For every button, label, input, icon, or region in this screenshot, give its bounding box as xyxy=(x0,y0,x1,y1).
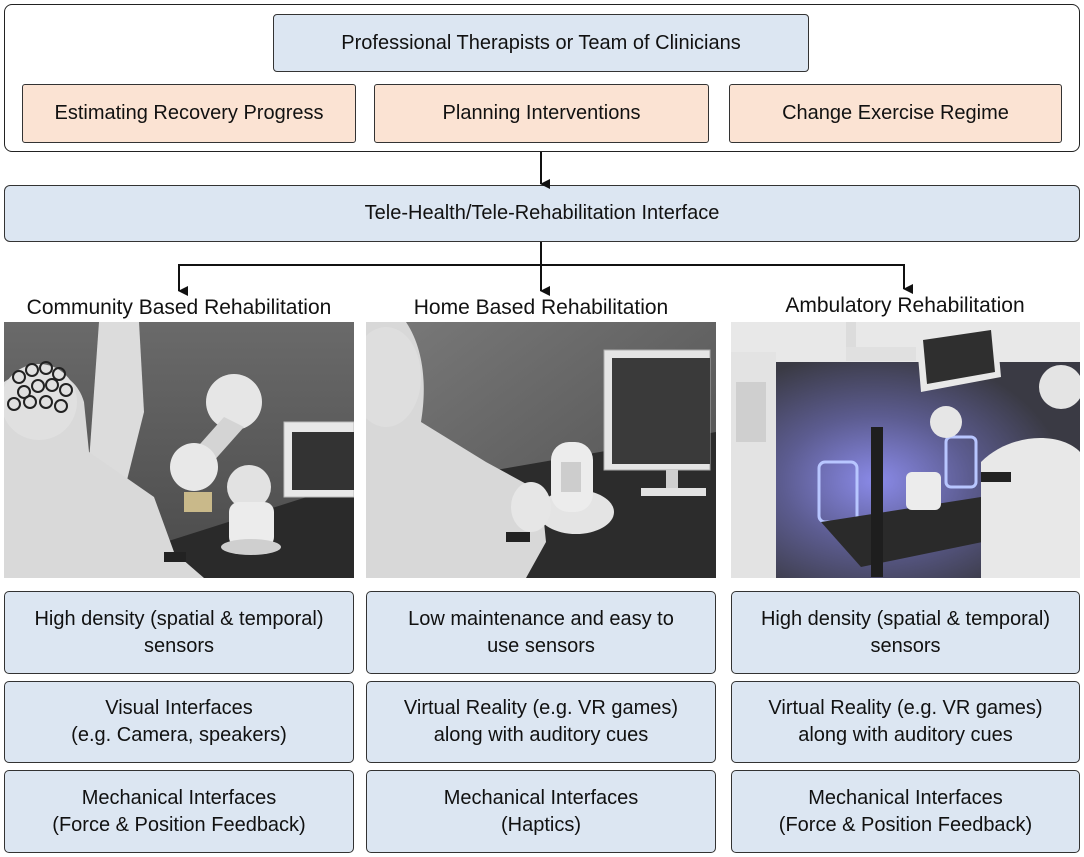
column-title-home: Home Based Rehabilitation xyxy=(413,296,669,319)
action-box-exercise: Change Exercise Regime xyxy=(729,84,1062,143)
telehealth-interface-label: Tele-Health/Tele-Rehabilitation Interfac… xyxy=(364,202,720,224)
action-label-recovery: Estimating Recovery Progress xyxy=(54,102,324,124)
action-box-recovery: Estimating Recovery Progress xyxy=(22,84,356,143)
action-box-planning: Planning Interventions xyxy=(374,84,709,143)
ambulatory-rehab-render xyxy=(731,322,1080,578)
feature-label: Virtual Reality (e.g. VR games) along wi… xyxy=(768,697,1043,746)
community-feature-interfaces: Visual Interfaces (e.g. Camera, speakers… xyxy=(4,681,354,763)
column-title-community: Community Based Rehabilitation xyxy=(26,296,332,319)
community-rehab-render xyxy=(4,322,354,578)
action-label-planning: Planning Interventions xyxy=(442,102,641,124)
ambulatory-feature-mechanical: Mechanical Interfaces (Force & Position … xyxy=(731,770,1080,853)
feature-label: High density (spatial & temporal) sensor… xyxy=(34,607,324,657)
ambulatory-feature-interfaces: Virtual Reality (e.g. VR games) along wi… xyxy=(731,681,1080,763)
ambulatory-feature-sensors: High density (spatial & temporal) sensor… xyxy=(731,591,1080,674)
home-rehab-render xyxy=(366,322,716,578)
clinicians-box: Professional Therapists or Team of Clini… xyxy=(273,14,809,72)
connector-arrows xyxy=(178,152,913,296)
feature-label: High density (spatial & temporal) sensor… xyxy=(760,607,1050,657)
feature-label: Mechanical Interfaces (Haptics) xyxy=(443,786,639,836)
home-feature-sensors: Low maintenance and easy to use sensors xyxy=(366,591,716,674)
community-feature-sensors: High density (spatial & temporal) sensor… xyxy=(4,591,354,674)
column-title-ambulatory: Ambulatory Rehabilitation xyxy=(785,294,1025,317)
feature-label: Mechanical Interfaces (Force & Position … xyxy=(52,786,306,836)
home-feature-mechanical: Mechanical Interfaces (Haptics) xyxy=(366,770,716,853)
feature-label: Virtual Reality (e.g. VR games) along wi… xyxy=(403,697,679,746)
feature-label: Mechanical Interfaces (Force & Position … xyxy=(778,786,1033,836)
action-label-exercise: Change Exercise Regime xyxy=(782,102,1009,124)
feature-label: Low maintenance and easy to use sensors xyxy=(408,607,674,657)
feature-label: Visual Interfaces (e.g. Camera, speakers… xyxy=(71,697,287,746)
telehealth-interface-box: Tele-Health/Tele-Rehabilitation Interfac… xyxy=(4,185,1080,242)
community-feature-mechanical: Mechanical Interfaces (Force & Position … xyxy=(4,770,354,853)
clinicians-label: Professional Therapists or Team of Clini… xyxy=(341,31,741,54)
home-feature-interfaces: Virtual Reality (e.g. VR games) along wi… xyxy=(366,681,716,763)
